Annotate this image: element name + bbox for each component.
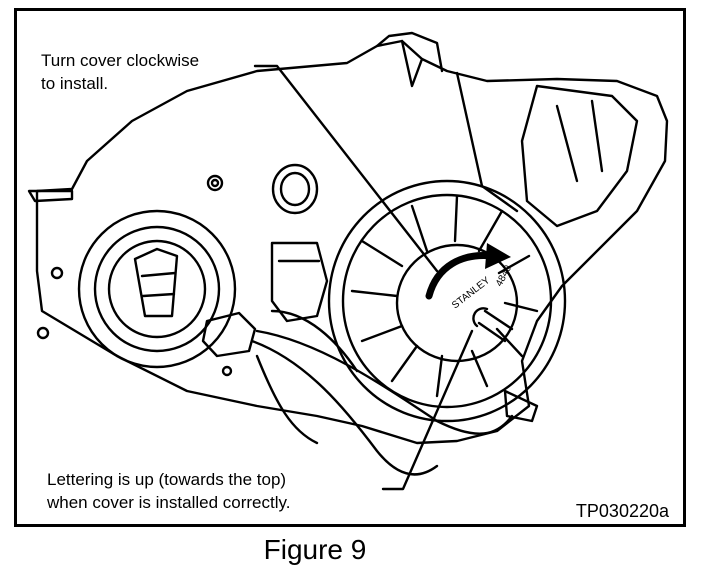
wire-1	[250, 339, 439, 476]
rear-fin-2	[520, 84, 639, 228]
leader-install	[253, 64, 439, 273]
figure-frame: STANLEY 4840 Turn cover clockwise to ins…	[14, 8, 686, 527]
top-bracket	[375, 31, 444, 88]
rear-fin-3	[555, 99, 604, 183]
figure-code: TP030220a	[575, 501, 669, 521]
bulb-cover-rim	[341, 193, 553, 409]
low-beam-ring-mid	[93, 225, 221, 353]
bulb-stem	[472, 307, 514, 343]
cover-ribs	[350, 194, 539, 398]
cover-lettering-brand: STANLEY	[450, 275, 492, 311]
clockwise-arrowhead	[485, 243, 511, 269]
bulb-cover-outer	[327, 179, 567, 423]
clockwise-arrow	[425, 252, 496, 300]
install-callout-line1: Turn cover clockwise	[41, 51, 200, 70]
socket-small	[271, 163, 319, 215]
connector-block	[270, 241, 329, 323]
wire-4	[255, 354, 319, 445]
install-callout: Turn cover clockwise to install.	[41, 49, 199, 95]
figure-caption: Figure 9	[263, 534, 367, 565]
rear-fin-1	[455, 71, 519, 213]
connector-plug	[201, 311, 257, 358]
lettering-callout: Lettering is up (towards the top) when c…	[47, 468, 290, 514]
wire-2	[255, 329, 514, 435]
leader-lettering	[381, 329, 474, 491]
housing-outline	[35, 39, 669, 445]
low-beam-ring-outer	[77, 209, 237, 369]
wire-3	[270, 309, 359, 373]
left-bracket	[27, 189, 74, 203]
cover-tab	[503, 389, 539, 423]
lettering-callout-line2: when cover is installed correctly.	[47, 493, 291, 512]
install-callout-line2: to install.	[41, 74, 109, 93]
low-beam-ring-inner	[107, 239, 207, 339]
headlight-illustration: STANLEY 4840	[27, 31, 669, 491]
lettering-callout-line1: Lettering is up (towards the top)	[47, 470, 287, 489]
low-beam-bulb	[133, 247, 179, 318]
cover-hub	[395, 243, 519, 363]
